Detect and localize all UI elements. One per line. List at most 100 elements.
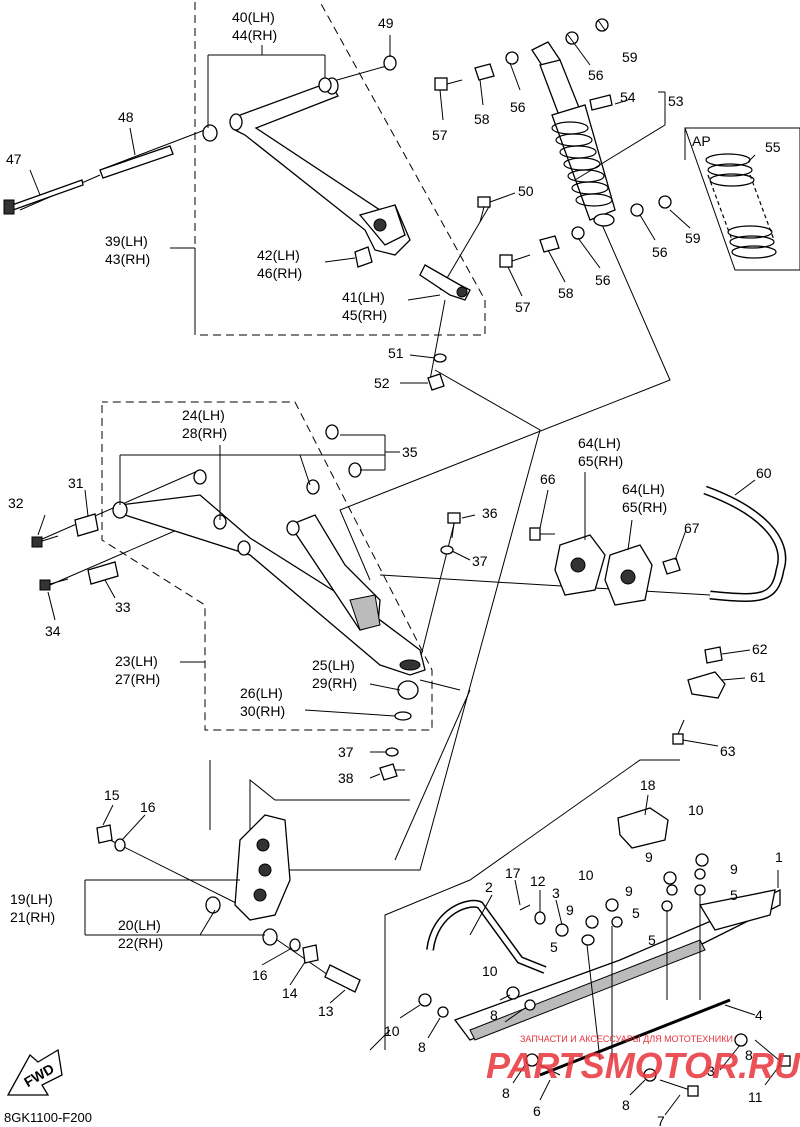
ball-joint-25	[397, 680, 419, 700]
bushing-40	[202, 124, 218, 142]
callout-49: 49	[378, 15, 394, 31]
nut-52	[427, 373, 445, 391]
callout-67: 67	[684, 520, 700, 536]
callout-10a: 10	[688, 802, 704, 818]
callout-9c: 9	[625, 883, 633, 899]
callout-22: 22(RH)	[118, 935, 163, 951]
bolt-50	[477, 196, 491, 223]
ski-1	[453, 888, 781, 1041]
collar-31	[74, 513, 99, 537]
callout-18: 18	[640, 777, 656, 793]
callout-5b: 5	[632, 905, 640, 921]
callout-56a: 56	[588, 67, 604, 83]
bolt-63	[672, 719, 685, 745]
bracket-61	[687, 671, 726, 699]
callout-56d: 56	[595, 272, 611, 288]
bushing-44	[318, 77, 332, 93]
stabilizer-bar-60	[703, 485, 787, 602]
callout-3a: 3	[552, 885, 560, 901]
handle-2	[426, 899, 547, 974]
spindle-19	[234, 814, 291, 921]
lower-a-arm	[112, 479, 426, 676]
callout-43: 43(RH)	[105, 251, 150, 267]
upper-a-arm	[229, 77, 411, 256]
top-mount-hardware	[434, 18, 609, 91]
callout-45: 45(RH)	[342, 307, 387, 323]
bushing-22	[262, 928, 278, 946]
callout-57a: 57	[432, 127, 448, 143]
callout-64a: 64(LH)	[578, 435, 621, 451]
callout-17: 17	[505, 865, 521, 881]
collar-14	[302, 944, 319, 964]
callout-5d: 5	[550, 939, 558, 955]
callout-10d: 10	[384, 1023, 400, 1039]
bolt-36	[447, 512, 461, 539]
callout-65b: 65(RH)	[622, 499, 667, 515]
callout-37a: 37	[472, 553, 488, 569]
watermark: ЗАПЧАСТИ И АКСЕССУАРЫ ДЛЯ МОТОТЕХНИКИ PA…	[486, 1034, 800, 1086]
callout-15: 15	[104, 787, 120, 803]
ski-small-hardware	[418, 853, 748, 1082]
collar-15	[96, 824, 113, 844]
watermark-logo: PARTSMOTOR.RU	[486, 1045, 800, 1086]
ball-joint-41	[419, 264, 471, 301]
callout-64b: 64(LH)	[622, 481, 665, 497]
callout-13: 13	[318, 1003, 334, 1019]
bushing-20	[205, 896, 221, 914]
nut-67	[662, 557, 681, 575]
callout-62: 62	[752, 641, 768, 657]
callout-31: 31	[68, 475, 84, 491]
washer-51	[433, 353, 447, 363]
callout-55: 55	[765, 139, 781, 155]
callout-37b: 37	[338, 744, 354, 760]
figure-code: 8GK1100-F200	[4, 1110, 92, 1125]
callout-21: 21(RH)	[10, 909, 55, 925]
callout-8b: 8	[418, 1039, 426, 1055]
callout-44: 44(RH)	[232, 27, 277, 43]
callout-3b: 3	[707, 1063, 715, 1079]
nut-38	[379, 763, 398, 781]
callout-40: 40(LH)	[232, 9, 275, 25]
bottom-mount-hardware	[499, 195, 672, 268]
holder-65	[604, 544, 653, 606]
callout-27: 27(RH)	[115, 671, 160, 687]
callout-14: 14	[282, 985, 298, 1001]
callout-53: 53	[668, 93, 684, 109]
washer-16a	[114, 838, 126, 852]
callout-59b: 59	[685, 230, 701, 246]
callout-50: 50	[518, 183, 534, 199]
callout-8e: 8	[745, 1047, 753, 1063]
callout-4: 4	[755, 1007, 763, 1023]
callout-24: 24(LH)	[182, 407, 225, 423]
callout-5a: 5	[730, 887, 738, 903]
ski-group-box	[384, 759, 680, 1050]
bolt-47	[3, 179, 84, 215]
callout-25: 25(LH)	[312, 657, 355, 673]
callout-8d: 8	[622, 1097, 630, 1113]
callout-35: 35	[402, 444, 418, 460]
callout-12: 12	[530, 873, 546, 889]
callout-11: 11	[748, 1089, 763, 1105]
callout-66: 66	[540, 471, 556, 487]
callout-52: 52	[374, 375, 390, 391]
ap-box	[684, 127, 800, 271]
callout-41: 41(LH)	[342, 289, 385, 305]
callout-36: 36	[482, 505, 498, 521]
callout-10c: 10	[482, 963, 498, 979]
wear-bar-4	[539, 998, 731, 1077]
callout-61: 61	[750, 669, 766, 685]
callout-6: 6	[533, 1103, 541, 1119]
washer-26	[394, 711, 412, 721]
callout-20: 20(LH)	[118, 917, 161, 933]
callout-63: 63	[720, 743, 736, 759]
callout-26: 26(LH)	[240, 685, 283, 701]
callout-9d: 9	[566, 902, 574, 918]
callout-29: 29(RH)	[312, 675, 357, 691]
bushing-62	[704, 646, 723, 664]
callout-19: 19(LH)	[10, 891, 53, 907]
callout-9a: 9	[645, 849, 653, 865]
callout-42: 42(LH)	[257, 247, 300, 263]
callout-23: 23(LH)	[115, 653, 158, 669]
callout-2: 2	[485, 879, 493, 895]
callout-9b: 9	[730, 861, 738, 877]
